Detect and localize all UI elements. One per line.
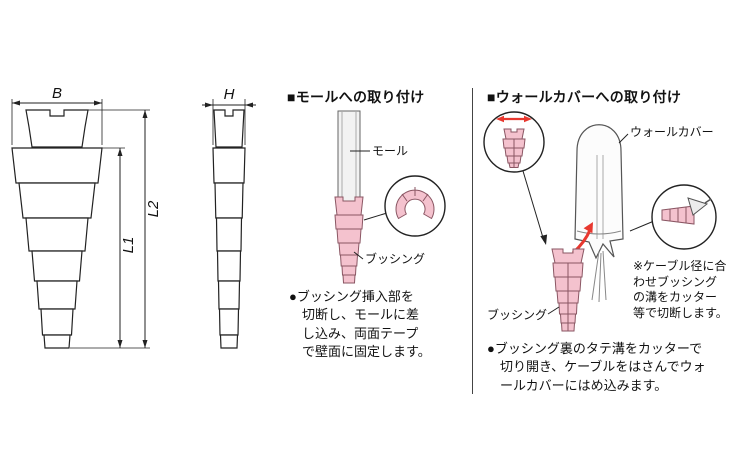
instruction-line: で壁面に固定します。: [302, 344, 431, 360]
dimension-l2: L2: [70, 109, 162, 349]
instruction-line: ールカバーにはめ込みます。: [500, 377, 668, 393]
bushing-label: ブッシング: [365, 251, 425, 266]
note-line: の溝をカッター: [633, 290, 718, 305]
mole-instruction: ●ブッシング挿入部を 切断し、モールに差 し込み、両面テープ で壁面に固定します…: [289, 288, 431, 362]
bushing-on-mole: [334, 196, 364, 284]
cutter-blade-icon: [687, 197, 712, 216]
instruction-line: 切り開き、ケーブルをはさんでウォ: [500, 359, 706, 375]
note-line: ※ケーブル径に合: [633, 259, 727, 273]
wallcover-leader-line: [618, 133, 629, 144]
front-view-drawing: B L1 L2: [11, 85, 162, 349]
dim-b-label: B: [52, 85, 62, 102]
bushing-side-outline: [212, 109, 246, 349]
instruction-line: 切断し、モールに差: [302, 307, 420, 323]
dimension-l1: L1: [102, 147, 137, 348]
dim-l1-label: L1: [120, 237, 137, 254]
wall-cover-shape: [574, 124, 624, 303]
dimension-h: H: [202, 86, 256, 145]
wallcover-label: ウォールカバー: [630, 125, 714, 139]
mole-illustration: モール ブッシング: [334, 110, 446, 284]
bushing-wallcover: [551, 248, 585, 332]
cable-slot-lines: [591, 250, 607, 303]
instruction-line: ●ブッシング挿入部を: [289, 289, 414, 304]
note-line: 等で切断します。: [633, 305, 728, 320]
bushing-leader-line: [547, 306, 560, 315]
instruction-line: し込み、両面テープ: [302, 325, 419, 341]
side-view-drawing: H: [202, 86, 256, 349]
wallcover-illustration: ウォールカバー ブッシング: [483, 111, 717, 332]
dimension-b: B: [11, 85, 103, 145]
wallcover-section-title: ■ウォールカバーへの取り付け: [487, 89, 682, 105]
clip-detail-inset: [363, 175, 446, 237]
dim-h-label: H: [224, 86, 235, 103]
section-divider: [472, 88, 473, 394]
cable-note: ※ケーブル径に合 わせブッシング の溝をカッター 等で切断します。: [633, 259, 728, 321]
squeeze-detail-inset: [483, 111, 548, 245]
bushing-front-outline: [11, 109, 103, 349]
mole-section-title: ■モールへの取り付け: [287, 89, 425, 105]
cutter-detail-inset: [629, 184, 717, 250]
wallcover-instruction: ●ブッシング裏のタテ溝をカッターで 切り開き、ケーブルをはさんでウォ ールカバー…: [487, 340, 706, 395]
note-line: わせブッシング: [633, 274, 718, 289]
dim-l2-label: L2: [145, 200, 162, 217]
bushing-leader-line: [353, 251, 364, 260]
bushing-label: ブッシング: [487, 307, 547, 322]
instruction-line: ●ブッシング裏のタテ溝をカッターで: [487, 341, 703, 356]
mole-label: モール: [372, 144, 408, 158]
